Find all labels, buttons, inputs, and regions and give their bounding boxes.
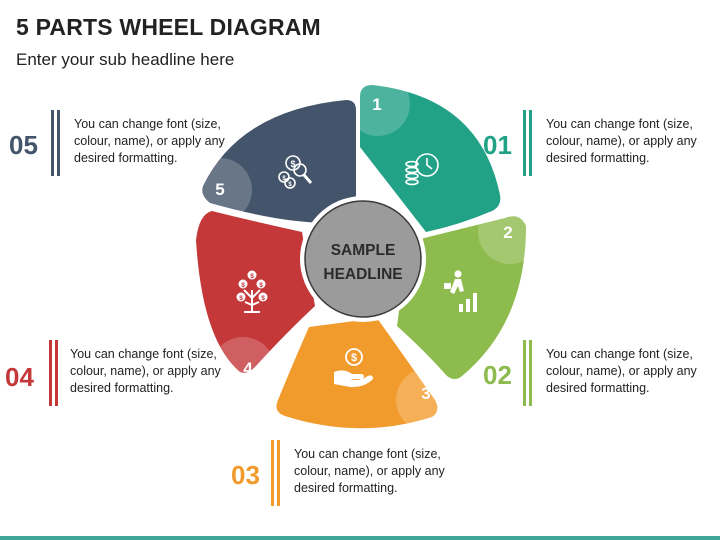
dollar-magnifier-icon: $ $ $ bbox=[278, 155, 313, 189]
segment-3-shape bbox=[276, 318, 438, 429]
wheel-segment-4: 4 $ $ $ $ $ bbox=[196, 211, 315, 378]
callout-04-number: 04 bbox=[5, 362, 34, 392]
wheel-segment-3: 3 $ bbox=[276, 318, 438, 429]
segment-3-number: 3 bbox=[421, 384, 430, 403]
callout-05-number: 05 bbox=[9, 130, 38, 160]
segment-1-number: 1 bbox=[372, 95, 381, 114]
bottom-accent-strip bbox=[0, 536, 720, 540]
callout-04-divider bbox=[49, 340, 58, 406]
segment-1-shape bbox=[360, 85, 501, 232]
segment-2-number-circle bbox=[478, 216, 526, 264]
svg-text:$: $ bbox=[288, 182, 292, 188]
callout-04-text: You can change font (size, colour, name)… bbox=[70, 347, 221, 395]
hand-coin-icon: $ bbox=[334, 348, 373, 388]
callout-05-text: You can change font (size, colour, name)… bbox=[74, 117, 225, 165]
callout-02-text: You can change font (size, colour, name)… bbox=[546, 347, 697, 395]
callout-02-divider bbox=[523, 340, 532, 406]
svg-text:$: $ bbox=[241, 282, 245, 289]
callout-01-text: You can change font (size, colour, name)… bbox=[546, 117, 697, 165]
page-title: 5 PARTS WHEEL DIAGRAM bbox=[16, 14, 321, 40]
money-tree-icon: $ $ $ $ $ bbox=[236, 270, 268, 313]
businessman-growth-chart-icon bbox=[444, 270, 477, 312]
callout-01-divider bbox=[523, 110, 532, 176]
callout-01-number: 01 bbox=[483, 130, 512, 160]
hub-headline-line-1: SAMPLE bbox=[331, 242, 396, 259]
callout-05-divider bbox=[51, 110, 60, 176]
segment-2-number: 2 bbox=[503, 223, 512, 242]
svg-text:$: $ bbox=[290, 159, 295, 169]
hub-circle bbox=[304, 200, 422, 318]
segment-3-number-circle bbox=[396, 368, 438, 429]
clock-coins-icon bbox=[405, 153, 439, 186]
svg-text:$: $ bbox=[351, 352, 357, 364]
svg-text:$: $ bbox=[282, 176, 286, 182]
callout-03-divider bbox=[271, 440, 280, 506]
hub-headline-line-2: HEADLINE bbox=[323, 266, 402, 283]
wheel-segment-2: 2 bbox=[397, 216, 526, 379]
svg-text:$: $ bbox=[259, 282, 263, 289]
callout-03-text: You can change font (size, colour, name)… bbox=[294, 447, 445, 495]
segment-4-number-circle bbox=[211, 337, 275, 373]
callout-03-number: 03 bbox=[231, 460, 260, 490]
callout-02-number: 02 bbox=[483, 360, 512, 390]
svg-text:$: $ bbox=[239, 295, 243, 302]
svg-text:$: $ bbox=[250, 273, 254, 280]
segment-2-shape bbox=[397, 216, 526, 379]
segment-4-shape bbox=[196, 211, 315, 373]
segment-4-number: 4 bbox=[243, 359, 253, 378]
segment-5-shape bbox=[202, 100, 356, 223]
page-subtitle: Enter your sub headline here bbox=[16, 50, 235, 69]
wheel-hub: SAMPLE HEADLINE bbox=[300, 196, 426, 322]
segment-5-number: 5 bbox=[215, 180, 224, 199]
svg-text:$: $ bbox=[261, 295, 265, 302]
